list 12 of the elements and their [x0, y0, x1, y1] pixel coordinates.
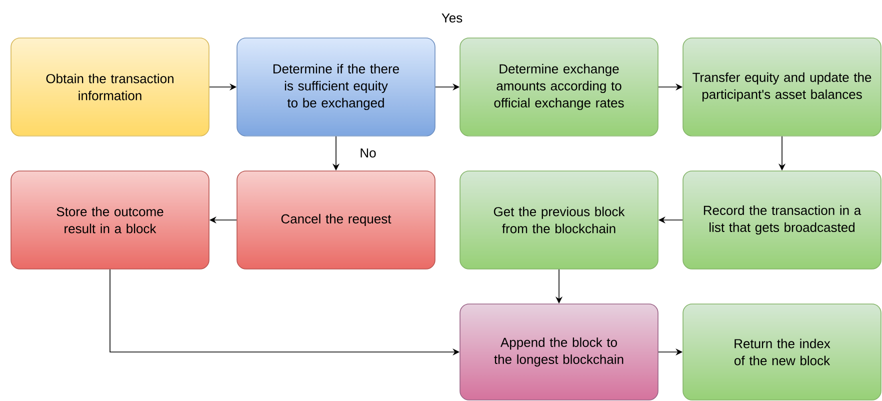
edge-label: No: [358, 147, 378, 159]
process-box: Determine exchange amounts according to official exchange rates: [460, 38, 658, 136]
process-box: Get the previous block from the blockchain: [460, 170, 658, 270]
process-box: Return the index of the new block: [682, 304, 882, 400]
process-box: Record the transaction in a list that gets broadcasted: [682, 170, 882, 270]
process-box: Append the block to the longest blockchain: [460, 304, 658, 400]
process-box: Cancel the request: [236, 170, 436, 270]
process-box: Determine if the there is sufficient equity to be exchanged: [236, 38, 436, 136]
edge-label: Yes: [440, 12, 464, 24]
process-box: Transfer equity and update the participant's asset balances: [682, 38, 882, 136]
process-box: Obtain the transaction information: [10, 38, 210, 136]
process-box: Store the outcome result in a block: [10, 170, 210, 270]
